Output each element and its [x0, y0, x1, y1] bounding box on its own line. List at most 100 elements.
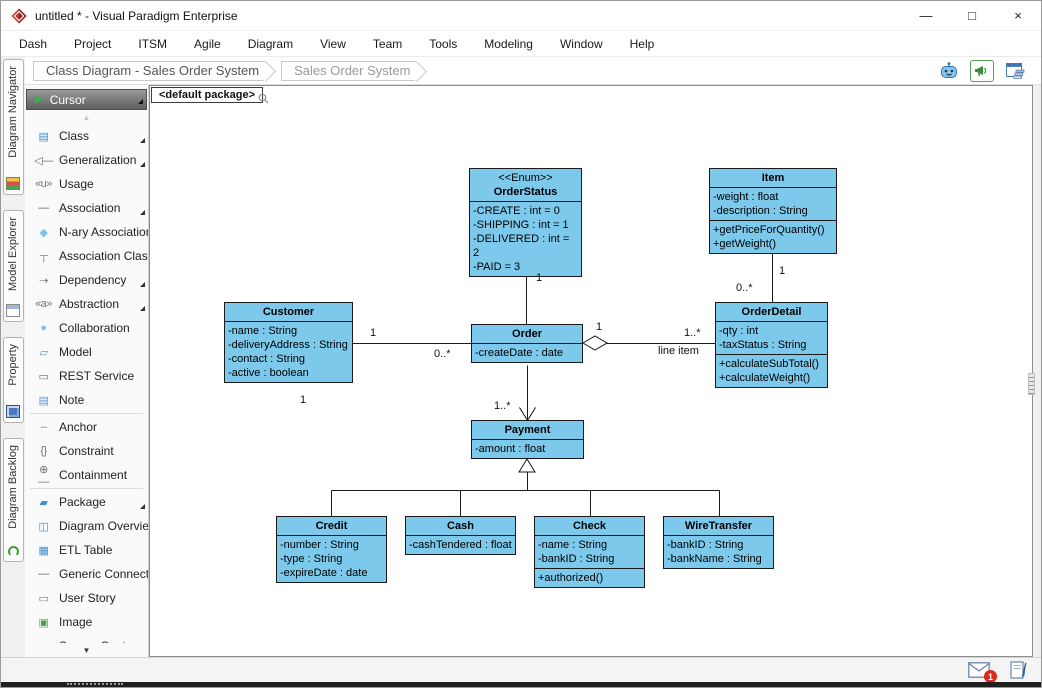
class-name: Payment	[475, 423, 580, 437]
class-attribute: -contact : String	[228, 352, 349, 366]
palette-item-collaboration[interactable]: ●Collaboration	[25, 316, 148, 340]
palette-item-note[interactable]: ▤ Note	[25, 388, 148, 412]
palette-item-abstraction[interactable]: «a»Abstraction	[25, 292, 148, 316]
panel-layout-icon[interactable]	[1003, 60, 1027, 82]
announcement-icon[interactable]	[970, 60, 994, 82]
window-title: untitled * - Visual Paradigm Enterprise	[35, 9, 238, 23]
palette-item-label: Note	[59, 393, 84, 407]
class-name: Cash	[409, 519, 512, 533]
multiplicity-label: 1	[536, 272, 542, 284]
menu-item-view[interactable]: View	[320, 37, 346, 51]
palette-item-label: Containment	[59, 468, 127, 482]
side-tab-property[interactable]: Property	[3, 337, 24, 423]
dependency-icon: ⇢	[34, 274, 53, 287]
diagram-canvas[interactable]: <default package> <<Enum>>OrderStatus-CR…	[149, 85, 1033, 657]
palette-item-diagram-overview[interactable]: ◫Diagram Overview	[25, 514, 148, 538]
palette-item-screen-capture[interactable]: ☁Screen Capture	[25, 634, 148, 643]
menu-item-help[interactable]: Help	[630, 37, 655, 51]
class-attributes: -bankID : String-bankName : String	[664, 536, 773, 568]
menu-item-tools[interactable]: Tools	[429, 37, 457, 51]
side-tab-diagram-backlog[interactable]: Diagram Backlog	[3, 438, 24, 562]
class-attributes: -qty : int-taxStatus : String	[716, 322, 827, 354]
palette-item-etl-table[interactable]: ▦ETL Table	[25, 538, 148, 562]
package-tab[interactable]: <default package>	[151, 87, 263, 103]
palette-item-model[interactable]: ▱Model	[25, 340, 148, 364]
class-operation: +calculateWeight()	[719, 371, 824, 385]
side-tab-label: Diagram Backlog	[7, 445, 19, 529]
palette-item-constraint[interactable]: {}Constraint	[25, 439, 148, 463]
menu-item-dash[interactable]: Dash	[19, 37, 47, 51]
class-node-customer[interactable]: Customer-name : String-deliveryAddress :…	[224, 302, 353, 383]
palette-item-containment[interactable]: ⊕—Containment	[25, 463, 148, 487]
class-node-credit[interactable]: Credit-number : String-type : String-exp…	[276, 516, 387, 583]
palette-item-generic-connector[interactable]: —Generic Connector	[25, 562, 148, 586]
palette-item-generalization[interactable]: ◁—Generalization	[25, 148, 148, 172]
breadcrumb-item-sales-order-system[interactable]: Sales Order System	[281, 61, 416, 81]
minimize-button[interactable]: —	[903, 1, 949, 30]
palette-item-usage[interactable]: «u»Usage	[25, 172, 148, 196]
class-attributes: -number : String-type : String-expireDat…	[277, 536, 386, 582]
breadcrumb-item-class-diagram-sales-order-system[interactable]: Class Diagram - Sales Order System	[33, 61, 265, 81]
menu-item-itsm[interactable]: ITSM	[138, 37, 167, 51]
ai-robot-icon[interactable]	[937, 60, 961, 82]
menu-item-diagram[interactable]: Diagram	[248, 37, 293, 51]
panel-splitter-grip[interactable]	[1028, 373, 1035, 395]
submenu-corner-icon	[140, 306, 145, 311]
magnifier-icon[interactable]	[258, 93, 269, 104]
class-name: Customer	[228, 305, 349, 319]
diagram-backlog-icon	[8, 546, 19, 557]
class-node-orderstatus[interactable]: <<Enum>>OrderStatus-CREATE : int = 0-SHI…	[469, 168, 582, 277]
palette-scroll-down[interactable]: ▼	[25, 643, 148, 657]
class-node-item[interactable]: Item-weight : float-description : String…	[709, 168, 837, 254]
class-name: OrderDetail	[719, 305, 824, 319]
palette-item-label: REST Service	[59, 369, 134, 383]
palette-item-association-class[interactable]: ┬Association Class	[25, 244, 148, 268]
class-node-wiretransfer[interactable]: WireTransfer-bankID : String-bankName : …	[663, 516, 774, 569]
class-node-payment[interactable]: Payment-amount : float	[471, 420, 584, 459]
palette-scroll-up[interactable]: ▲	[25, 110, 148, 124]
palette-item-user-story[interactable]: ▭User Story	[25, 586, 148, 610]
class-node-order[interactable]: Order-createDate : date	[471, 324, 583, 363]
side-tab-label: Diagram Navigator	[7, 66, 19, 158]
menu-item-window[interactable]: Window	[560, 37, 603, 51]
class-node-check[interactable]: Check-name : String-bankID : String+auth…	[534, 516, 645, 588]
multiplicity-label: 0..*	[434, 348, 451, 360]
close-button[interactable]: ×	[995, 1, 1041, 30]
palette-item-anchor[interactable]: ┄Anchor	[25, 415, 148, 439]
menu-item-modeling[interactable]: Modeling	[484, 37, 533, 51]
palette-item-n-ary-association[interactable]: ◆N-ary Association	[25, 220, 148, 244]
property-icon	[6, 405, 20, 418]
submenu-corner-icon	[140, 162, 145, 167]
breadcrumb-label: Class Diagram - Sales Order System	[46, 63, 259, 78]
multiplicity-label: 1	[779, 265, 785, 277]
menu-item-project[interactable]: Project	[74, 37, 111, 51]
palette-item-rest-service[interactable]: ▭REST Service	[25, 364, 148, 388]
palette-item-class[interactable]: ▤Class	[25, 124, 148, 148]
messages-mail-icon[interactable]: 1	[968, 662, 990, 678]
generalization-icon: ◁—	[34, 154, 53, 167]
class-header: Customer	[225, 303, 352, 322]
menu-item-team[interactable]: Team	[373, 37, 402, 51]
palette-item-label: Abstraction	[59, 297, 119, 311]
side-tab-model-explorer[interactable]: Model Explorer	[3, 210, 24, 322]
palette-item-cursor[interactable]: ▶ Cursor	[26, 89, 147, 110]
maximize-button[interactable]: □	[949, 1, 995, 30]
nary-association-icon: ◆	[34, 226, 53, 239]
palette-item-association[interactable]: —Association	[25, 196, 148, 220]
edit-note-icon[interactable]	[1010, 661, 1027, 679]
usage-icon: «u»	[34, 178, 53, 190]
palette-item-image[interactable]: ▣Image	[25, 610, 148, 634]
menu-item-agile[interactable]: Agile	[194, 37, 221, 51]
palette-item-label: Constraint	[59, 444, 114, 458]
connector-line	[528, 408, 536, 421]
palette-item-package[interactable]: ▰Package	[25, 490, 148, 514]
class-node-orderdetail[interactable]: OrderDetail -qty : int-taxStatus : String…	[715, 302, 828, 388]
class-attribute: -description : String	[713, 204, 833, 218]
class-node-cash[interactable]: Cash-cashTendered : float	[405, 516, 516, 555]
class-name: Check	[538, 519, 641, 533]
class-attributes: -name : String-bankID : String	[535, 536, 644, 568]
note-icon: ▤	[34, 394, 53, 407]
side-tab-diagram-navigator[interactable]: Diagram Navigator	[3, 59, 24, 195]
palette-item-dependency[interactable]: ⇢Dependency	[25, 268, 148, 292]
